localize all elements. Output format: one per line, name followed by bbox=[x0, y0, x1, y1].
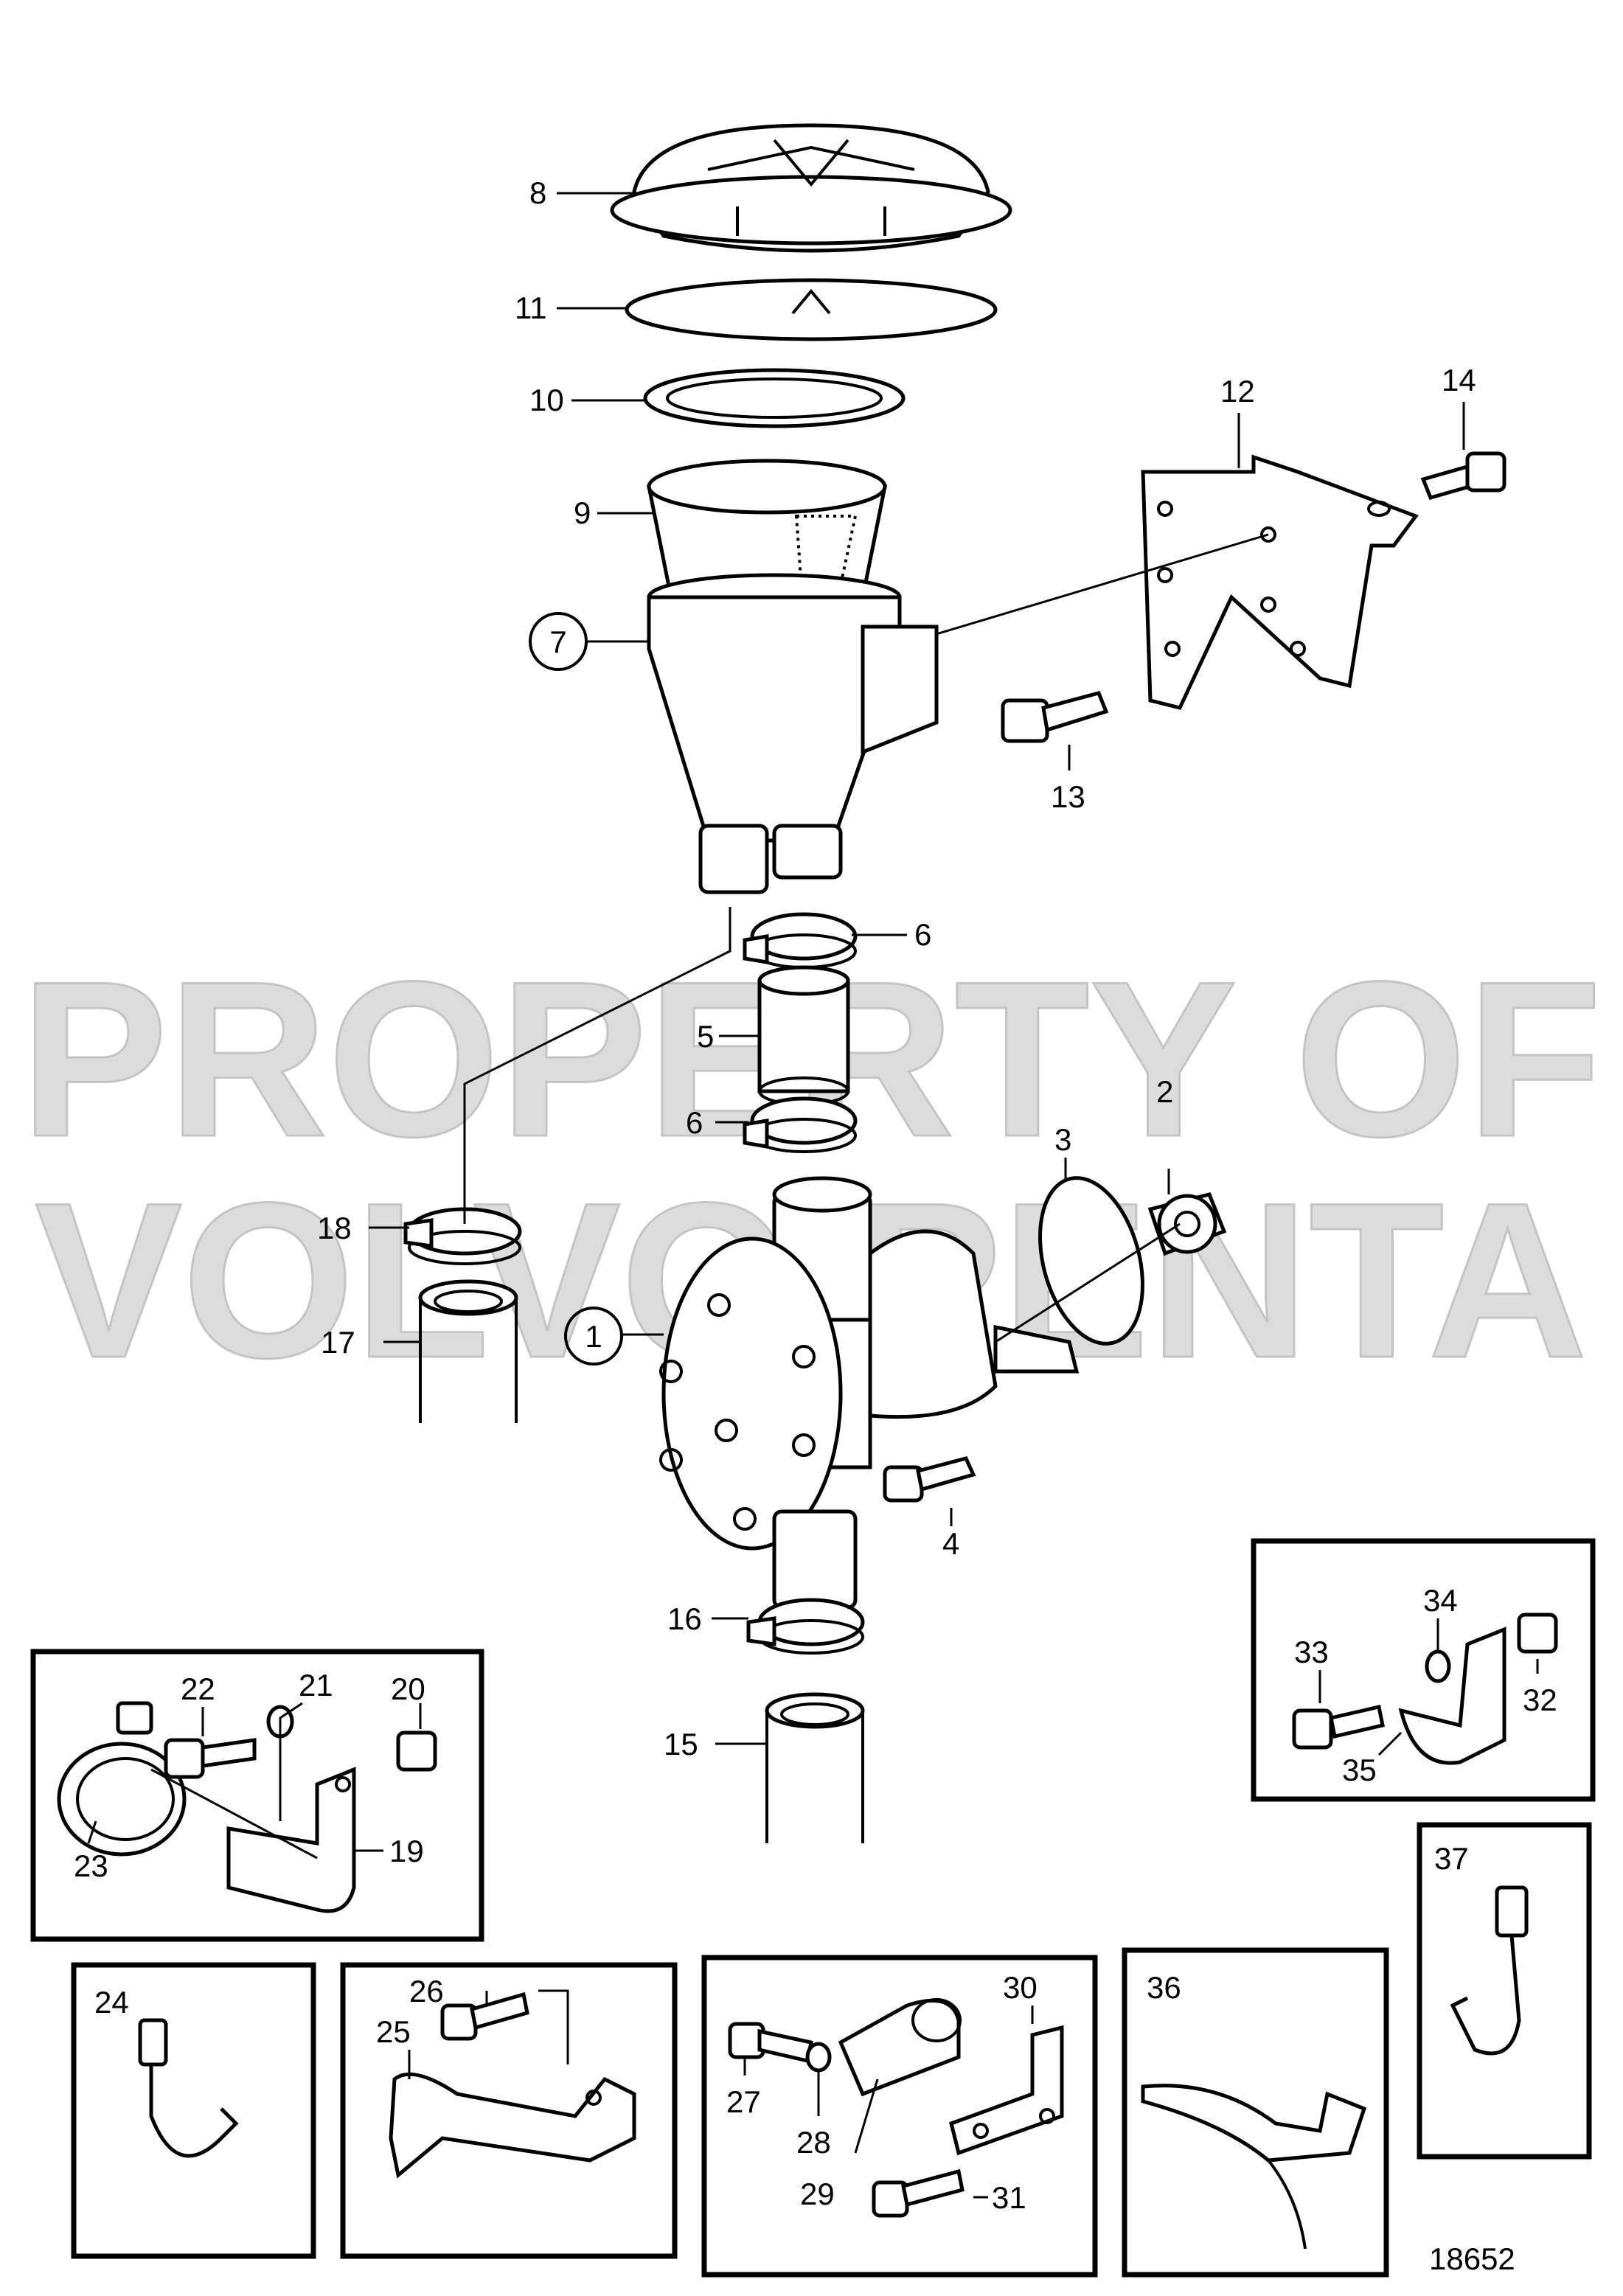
leader-lines bbox=[463, 533, 1269, 1343]
callout-31: 31 bbox=[992, 2180, 1026, 2215]
callout-17: 17 bbox=[321, 1325, 355, 1360]
callout-5: 5 bbox=[697, 1019, 714, 1054]
callout-12: 12 bbox=[1220, 374, 1255, 408]
detail-box-clamp-37 bbox=[1417, 1822, 1592, 2160]
detail-box-clamp-27-31 bbox=[701, 1955, 1098, 2278]
callout-26: 26 bbox=[409, 1974, 444, 2008]
part-11-gasket-disc[interactable] bbox=[625, 278, 998, 341]
callout-numbers: 8 11 10 9 7 12 14 13 6 5 6 3 2 18 17 1 4… bbox=[74, 175, 1557, 2215]
callout-7: 7 bbox=[549, 625, 566, 659]
detail-box-clamp-32-35 bbox=[1251, 1538, 1596, 1802]
callout-28: 28 bbox=[796, 2125, 831, 2160]
callout-11: 11 bbox=[515, 291, 547, 325]
part-20-spacer[interactable] bbox=[396, 1730, 437, 1772]
part-25-clamp[interactable] bbox=[389, 2072, 636, 2179]
detail-box-clamp-24 bbox=[71, 1962, 316, 2259]
part-31-bolt[interactable] bbox=[872, 2168, 965, 2218]
part-5-hose[interactable] bbox=[757, 965, 850, 1106]
part-3-o-ring[interactable] bbox=[1023, 1166, 1159, 1355]
part-29-clamp[interactable] bbox=[838, 1998, 962, 2097]
callout-37: 37 bbox=[1434, 1841, 1469, 1876]
callout-10: 10 bbox=[529, 383, 564, 417]
part-17-hose[interactable] bbox=[418, 1279, 518, 1423]
detail-box-clamp-36 bbox=[1122, 1947, 1389, 2278]
callout-32: 32 bbox=[1523, 1683, 1557, 1717]
callout-14: 14 bbox=[1442, 363, 1476, 397]
part-34-washer[interactable] bbox=[1425, 1649, 1451, 1683]
part-10-ring[interactable] bbox=[643, 368, 906, 428]
part-19-bracket[interactable] bbox=[226, 1767, 356, 1913]
part-33-bolt[interactable] bbox=[1292, 1704, 1385, 1750]
part-37-clamp[interactable] bbox=[1450, 1885, 1529, 2056]
circled-callouts bbox=[529, 612, 623, 1366]
part-18-hose-clamp[interactable] bbox=[403, 1207, 522, 1265]
callout-34: 34 bbox=[1423, 1583, 1458, 1618]
part-2-seal[interactable] bbox=[1147, 1192, 1227, 1256]
part-30-bracket[interactable] bbox=[949, 2025, 1064, 2156]
part-16-hose-clamp[interactable] bbox=[746, 1598, 865, 1655]
part-12-mounting-bracket[interactable] bbox=[1141, 454, 1419, 710]
part-23-hose-clamp[interactable] bbox=[57, 1701, 187, 1857]
part-36-clamp[interactable] bbox=[1141, 2084, 1367, 2250]
part-1-sea-water-pump[interactable] bbox=[659, 1176, 1080, 1610]
callout-4: 4 bbox=[942, 1526, 959, 1561]
part-7-strainer-housing[interactable] bbox=[647, 573, 939, 894]
callout-1: 1 bbox=[585, 1319, 602, 1354]
part-27-bolt[interactable] bbox=[728, 2022, 813, 2064]
callout-21: 21 bbox=[299, 1668, 333, 1702]
part-8-filler-cap[interactable] bbox=[610, 123, 1012, 253]
part-13-bolt[interactable] bbox=[1001, 691, 1109, 743]
callout-15: 15 bbox=[664, 1727, 698, 1761]
callout-6-lower: 6 bbox=[686, 1105, 703, 1140]
callout-6-upper: 6 bbox=[914, 917, 931, 952]
callout-30: 30 bbox=[1003, 1970, 1038, 2005]
callout-16: 16 bbox=[667, 1601, 702, 1636]
part-32-spacer[interactable] bbox=[1517, 1613, 1558, 1654]
part-24-clamp[interactable] bbox=[138, 2018, 239, 2158]
callout-22: 22 bbox=[181, 1671, 215, 1706]
callout-33: 33 bbox=[1294, 1635, 1329, 1669]
detail-box-clamp-19-23 bbox=[30, 1649, 484, 1942]
callout-2: 2 bbox=[1156, 1074, 1173, 1109]
callout-9: 9 bbox=[574, 495, 591, 530]
callout-36: 36 bbox=[1147, 1970, 1181, 2005]
callout-24: 24 bbox=[94, 1985, 129, 2020]
callout-29: 29 bbox=[800, 2177, 835, 2211]
callout-leaders bbox=[87, 192, 1539, 2199]
diagram-number: 18652 bbox=[1429, 2241, 1515, 2276]
detail-box-clamp-25-26 bbox=[340, 1962, 678, 2259]
callout-18: 18 bbox=[317, 1211, 352, 1245]
callout-35: 35 bbox=[1342, 1753, 1377, 1787]
part-6-hose-clamp-upper[interactable] bbox=[743, 912, 858, 969]
callout-8: 8 bbox=[529, 175, 546, 210]
part-26-bolt[interactable] bbox=[440, 1991, 529, 2041]
part-28-washer[interactable] bbox=[805, 2042, 832, 2073]
part-4-bolt[interactable] bbox=[883, 1456, 976, 1503]
callout-19: 19 bbox=[389, 1834, 424, 1868]
callout-20: 20 bbox=[391, 1671, 425, 1706]
part-15-hose[interactable] bbox=[765, 1692, 865, 1843]
part-14-bolt[interactable] bbox=[1420, 451, 1506, 501]
part-35-bracket[interactable] bbox=[1398, 1627, 1506, 1765]
callout-13: 13 bbox=[1051, 779, 1085, 814]
part-6-hose-clamp-lower[interactable] bbox=[743, 1096, 858, 1153]
callout-23: 23 bbox=[74, 1848, 108, 1883]
callout-3: 3 bbox=[1054, 1122, 1071, 1157]
callout-25: 25 bbox=[376, 2014, 411, 2049]
callout-27: 27 bbox=[726, 2084, 761, 2119]
part-22-bolt[interactable] bbox=[164, 1738, 257, 1779]
